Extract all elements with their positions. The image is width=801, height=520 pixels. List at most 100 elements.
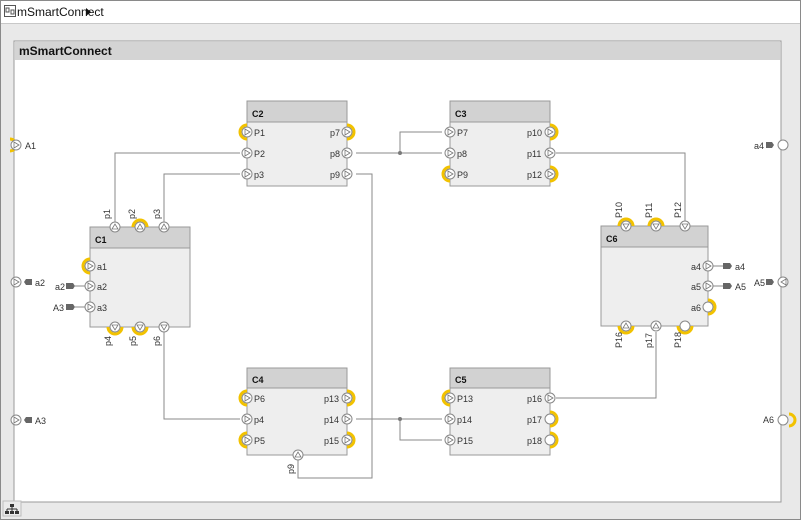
wire-c2p9-c4p9 [297,173,373,479]
port-p14[interactable]: p14 [444,413,472,425]
svg-text:P7: P7 [457,128,468,138]
component-C3[interactable]: C3 P7 p8 P9 p10 p11 p12 [441,100,559,187]
boundary-port-A3[interactable]: A3 [10,414,46,426]
port-P5[interactable]: P5 [238,431,265,449]
c6-external-A5[interactable]: A5 [713,282,746,292]
svg-text:p14: p14 [324,415,339,425]
port-P12[interactable]: P12 [673,202,691,232]
svg-text:A5: A5 [735,282,746,292]
port-P13[interactable]: P13 [441,389,473,407]
port-p11[interactable]: p11 [527,147,556,159]
svg-text:P9: P9 [457,170,468,180]
component-C2[interactable]: C2 P1 P2 p3 p7 p8 p9 [238,100,356,187]
svg-text:p8: p8 [330,149,340,159]
svg-text:P2: P2 [254,149,265,159]
svg-text:P16: P16 [614,332,624,348]
port-P18[interactable]: P18 [673,320,694,348]
port-p17[interactable]: p17 [527,410,559,428]
port-P16[interactable]: P16 [614,320,635,348]
port-p5[interactable]: p5 [128,321,149,346]
boundary-port-A1[interactable]: A1 [9,137,36,153]
svg-text:p16: p16 [527,394,542,404]
port-a1[interactable]: a1 [81,257,107,275]
port-p9[interactable]: p9 [286,449,304,474]
wire-c1p1-c2p2 [114,152,240,224]
port-p14[interactable]: p14 [324,413,353,425]
svg-text:P13: P13 [457,394,473,404]
port-P6[interactable]: P6 [238,389,265,407]
svg-text:C1: C1 [95,235,107,245]
svg-text:p3: p3 [254,170,264,180]
port-p6[interactable]: p6 [152,321,170,346]
wire-c4p14-c5p15 [399,419,442,441]
port-p18[interactable]: p18 [527,431,559,449]
svg-text:p7: p7 [330,128,340,138]
svg-text:p17: p17 [644,333,654,348]
svg-text:p14: p14 [457,415,472,425]
port-P11[interactable]: P11 [644,203,665,232]
port-p17[interactable]: p17 [644,320,662,348]
port-p12[interactable]: p12 [527,165,559,183]
port-p1[interactable]: p1 [102,209,121,233]
c6-external-a4[interactable]: a4 [713,262,745,272]
port-a5[interactable]: a5 [691,280,714,292]
svg-text:A6: A6 [763,415,774,425]
boundary-port-A6[interactable]: A6 [763,412,797,428]
model-icon[interactable] [4,5,16,17]
port-a3[interactable]: a3 [84,301,107,313]
svg-text:p15: p15 [324,436,339,446]
port-p15[interactable]: p15 [324,431,356,449]
port-P2[interactable]: P2 [241,147,265,159]
svg-text:p9: p9 [286,464,296,474]
port-P15[interactable]: P15 [444,434,473,446]
port-p9[interactable]: p9 [330,168,353,180]
svg-text:a2: a2 [35,278,45,288]
port-p10[interactable]: p10 [527,123,559,141]
component-C5[interactable]: C5 P13 p14 P15 p16 p17 p18 [441,367,559,456]
port-P1[interactable]: P1 [238,123,265,141]
svg-text:P10: P10 [614,202,624,218]
svg-text:A3: A3 [35,416,46,426]
svg-text:a4: a4 [735,262,745,272]
breadcrumb[interactable]: mSmartConnect [17,5,104,19]
port-a4[interactable]: a4 [691,260,714,272]
port-P9[interactable]: P9 [441,165,468,183]
svg-text:A1: A1 [25,141,36,151]
component-C6[interactable]: C6 P10 P11 P12 a4 a5 a6 [600,202,717,348]
svg-text:p8: p8 [457,149,467,159]
svg-text:P6: P6 [254,394,265,404]
port-p4[interactable]: p4 [103,321,124,346]
svg-text:a3: a3 [97,303,107,313]
hierarchy-icon[interactable] [2,500,22,517]
port-p8[interactable]: p8 [444,147,467,159]
svg-text:P18: P18 [673,332,683,348]
svg-text:p1: p1 [102,209,112,219]
port-p3[interactable]: p3 [152,209,170,233]
svg-text:a4: a4 [754,141,764,151]
port-p3[interactable]: p3 [241,168,264,180]
boundary-port-a4[interactable]: a4 [754,139,789,151]
svg-text:C6: C6 [606,234,618,244]
port-P10[interactable]: P10 [614,202,635,232]
port-a6[interactable]: a6 [691,298,717,316]
svg-text:a2: a2 [55,282,65,292]
component-C4[interactable]: C4 P6 p4 P5 p13 p14 [238,367,356,474]
wire-c3p11-c6p12 [556,152,686,224]
port-P7[interactable]: P7 [444,126,468,138]
port-p13[interactable]: p13 [324,389,356,407]
svg-text:P1: P1 [254,128,265,138]
component-C1[interactable]: C1 p1 p2 p3 a1 a2 [81,209,191,346]
c1-external-A3[interactable]: A3 [53,303,85,313]
svg-text:p10: p10 [527,128,542,138]
port-p4[interactable]: p4 [241,413,264,425]
port-p16[interactable]: p16 [527,392,556,404]
svg-text:a1: a1 [97,262,107,272]
port-p2[interactable]: p2 [127,209,149,233]
port-p7[interactable]: p7 [330,123,356,141]
wire-c2p8-c3p7 [399,131,442,153]
c1-external-a2[interactable]: a2 [55,282,85,292]
boundary-port-A5[interactable]: A5 [754,276,789,288]
boundary-port-a2[interactable]: a2 [10,276,45,288]
port-p8[interactable]: p8 [330,147,353,159]
breadcrumb-arrow-icon[interactable] [86,8,91,16]
